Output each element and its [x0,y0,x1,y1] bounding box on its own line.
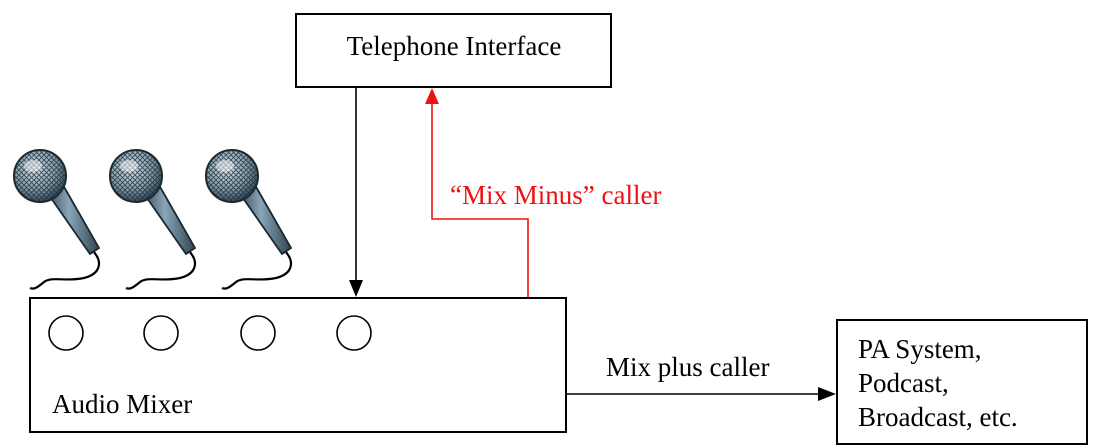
mix-minus-arrow [425,88,529,297]
output-destinations-box [836,319,1088,445]
microphone-icon-1 [12,148,101,290]
caller-to-mixer-arrow [349,88,363,297]
audio-mixer-label: Audio Mixer [52,389,192,419]
mix-plus-label: Mix plus caller [606,352,769,382]
mixer-knob-4 [336,315,372,351]
mixer-knob-1 [48,315,84,351]
telephone-interface-label: Telephone Interface [347,31,562,61]
mix-plus-arrow [566,387,836,401]
output-line-3: Broadcast, etc. [858,402,1018,432]
output-line-1: PA System, [858,334,982,364]
audio-mixer-box [29,297,567,433]
mixer-knob-3 [240,315,276,351]
mixer-knob-2 [143,315,179,351]
microphone-icon-2 [108,148,197,290]
mix-minus-label: “Mix Minus” caller [450,180,661,210]
output-line-2: Podcast, [858,368,949,398]
mixer-knobs [48,315,372,351]
microphone-icon-3 [204,148,293,290]
telephone-interface-box [295,13,612,88]
